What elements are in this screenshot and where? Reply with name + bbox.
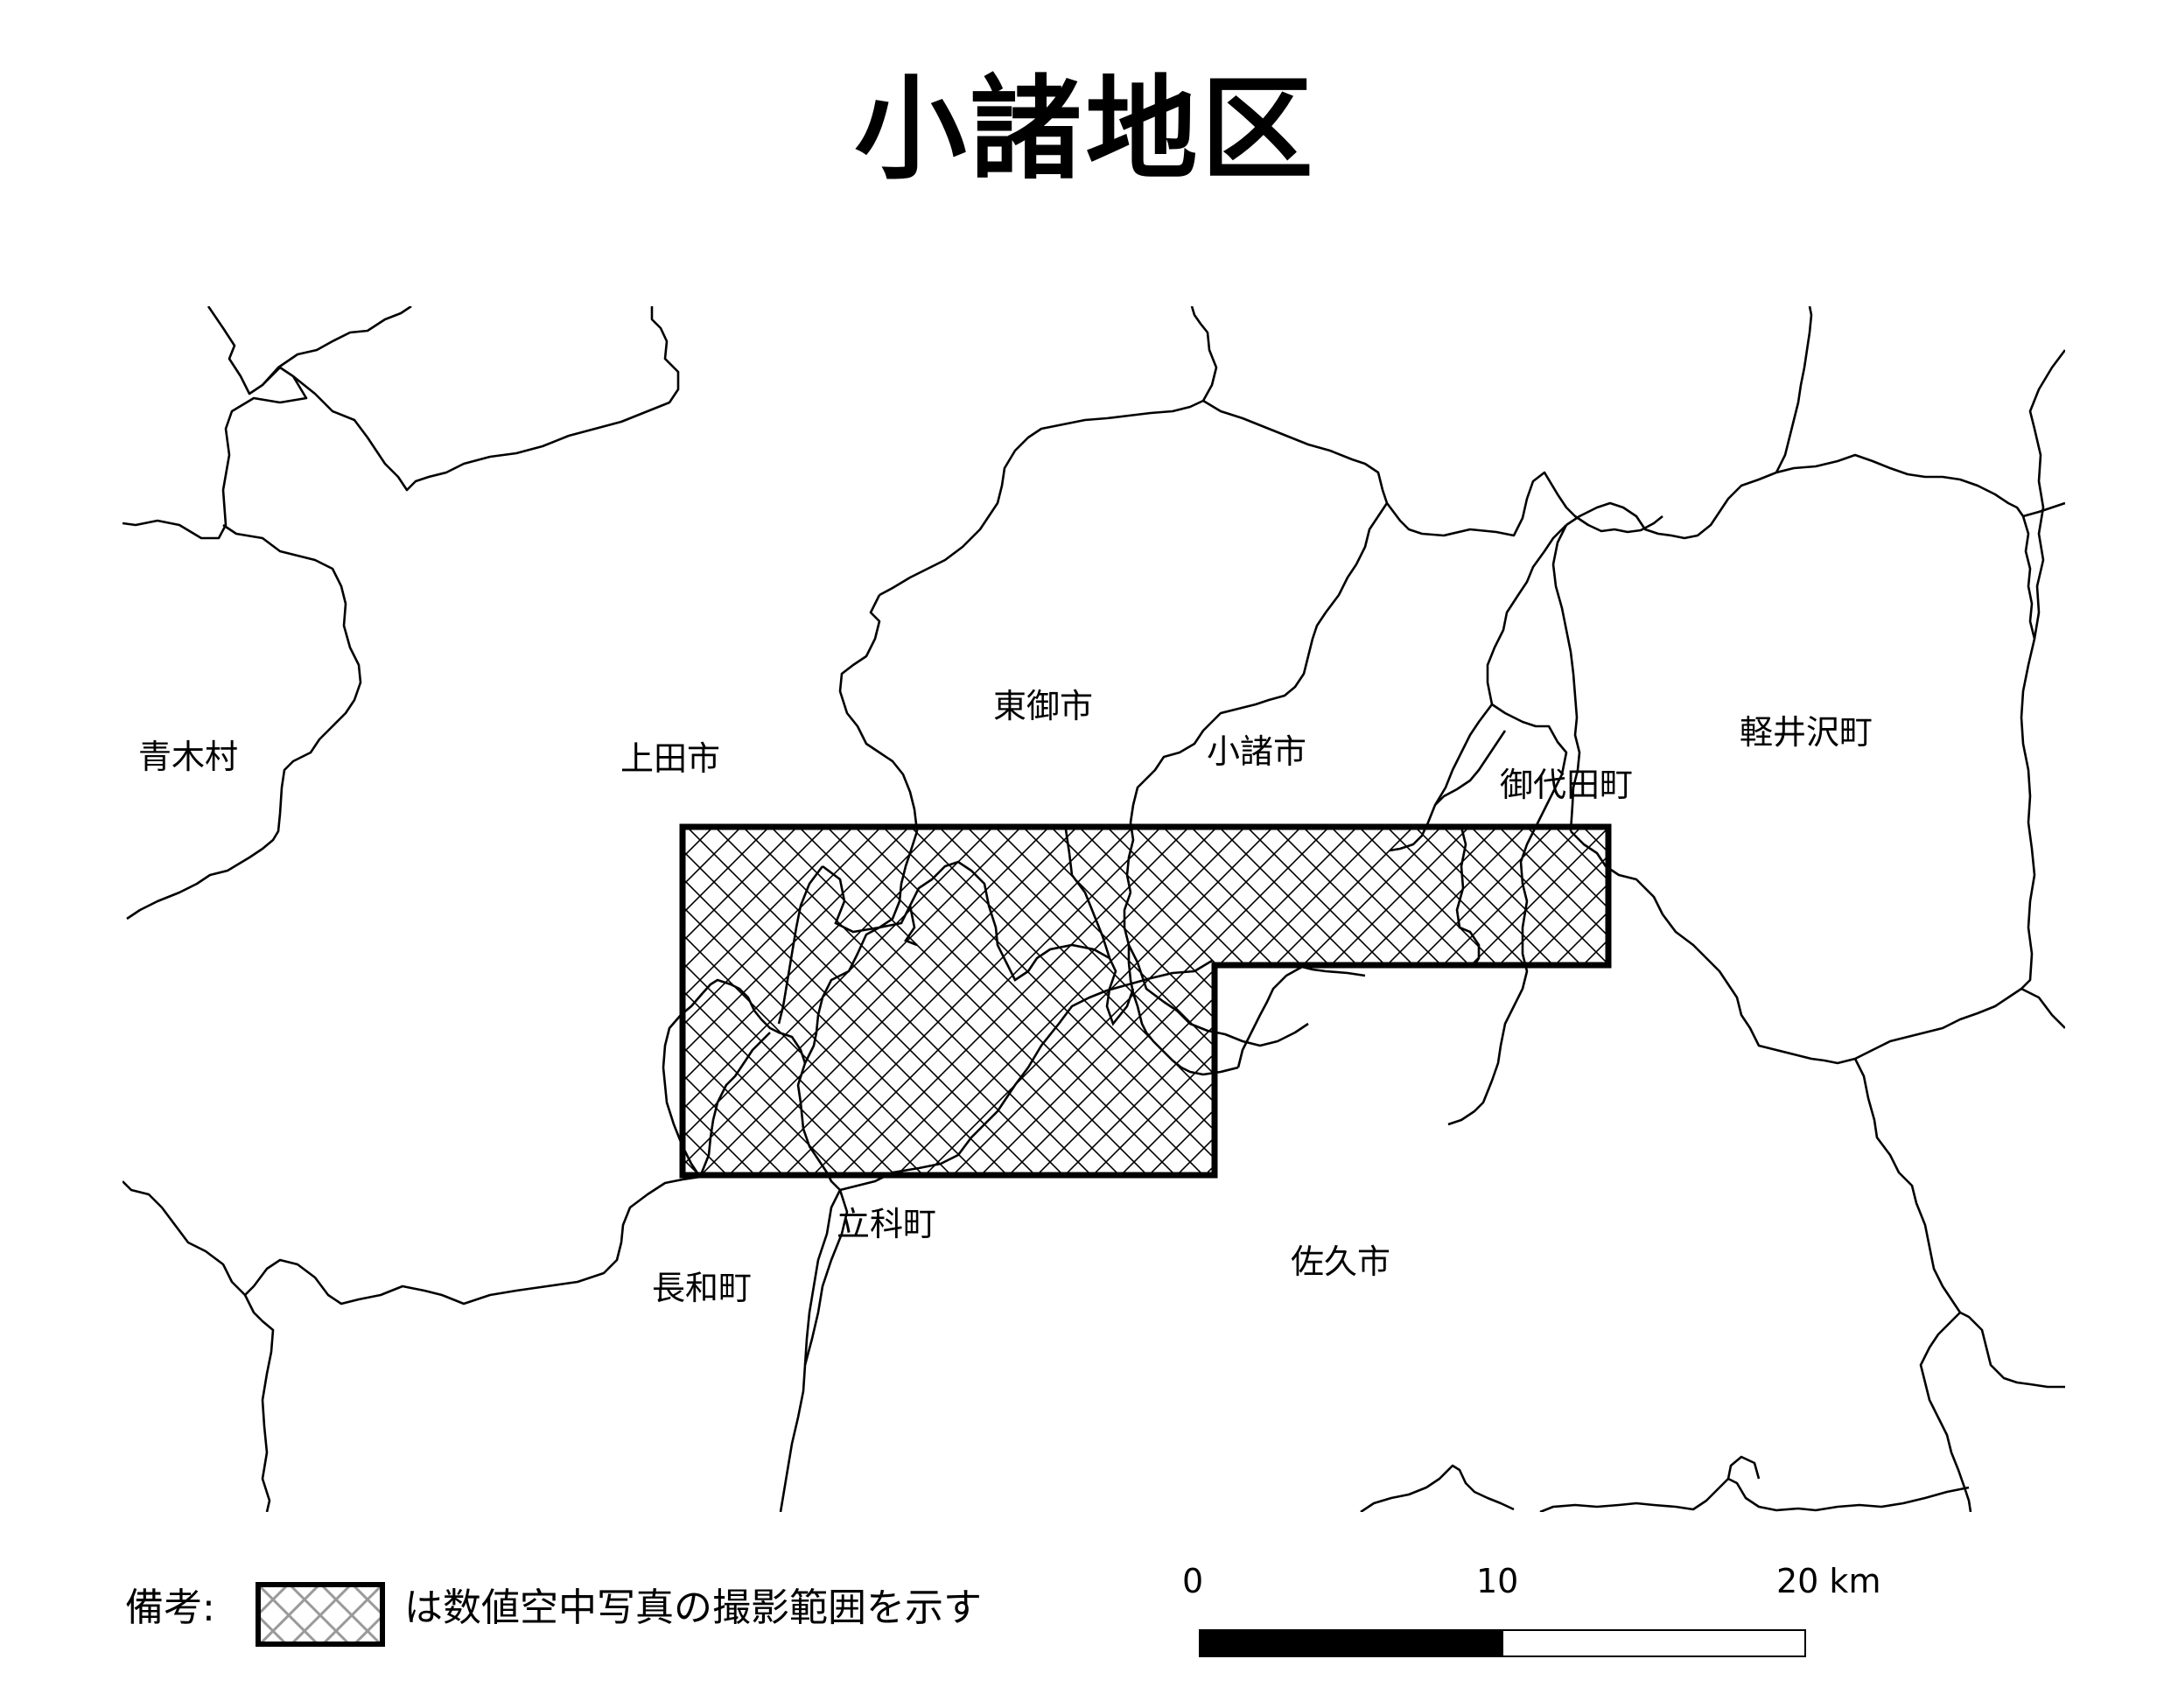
boundary-line (1236, 965, 1366, 1068)
boundary-line (1455, 826, 1481, 966)
boundary-line (1385, 471, 1663, 537)
boundary-line (2020, 515, 2036, 990)
boundary-line (1486, 524, 1567, 705)
boundary-line (822, 860, 1135, 1026)
scale-bar-white-segment (1502, 1629, 1806, 1657)
boundary-line (2028, 349, 2065, 640)
survey-area (683, 827, 1608, 1175)
place-label-karuizawa: 軽井沢町 (1740, 713, 1873, 752)
boundary-line (243, 1294, 275, 1512)
place-label-nagawa: 長和町 (652, 1269, 752, 1307)
scale-tick-0: 0 (1182, 1562, 1204, 1600)
scale-bar-black-segment (1199, 1629, 1503, 1657)
boundary-line (1064, 829, 1111, 959)
boundary-line (1360, 1464, 1515, 1512)
legend-label: 備考: (125, 1586, 215, 1630)
legend-description: は数値空中写真の撮影範囲を示す (404, 1586, 982, 1630)
boundary-line (1565, 453, 2025, 540)
place-label-tomi: 東御市 (993, 687, 1093, 725)
boundary-line (1726, 1455, 1761, 1480)
boundary-line (879, 399, 1204, 597)
boundary-line (803, 1189, 842, 1366)
boundaries-in-area (777, 826, 1481, 1026)
boundary-line (1434, 730, 1507, 806)
boundary-line (292, 306, 680, 492)
boundary-line (1125, 502, 1389, 893)
boundary-line (777, 865, 824, 1025)
place-label-komoro: 小諸市 (1207, 732, 1306, 771)
boundary-line (262, 306, 412, 386)
boundary-line (1919, 1312, 1972, 1512)
boundary-line (1202, 399, 1389, 504)
scale-tick-10: 10 (1476, 1562, 1519, 1600)
place-label-miyota: 御代田町 (1500, 766, 1633, 804)
survey-area-outline (679, 823, 1612, 1179)
boundary-line (1775, 306, 1813, 473)
place-label-aoki: 青木村 (138, 738, 238, 776)
boundary-line (1570, 830, 2022, 1065)
boundary-line (1551, 524, 1581, 832)
boundary-line (838, 594, 919, 832)
boundary-line (1539, 1477, 1970, 1512)
boundary-line (2020, 987, 2065, 1029)
boundary-line (123, 306, 308, 540)
boundary-line (904, 905, 918, 947)
legend-hatch-swatch (256, 1582, 385, 1647)
place-label-saku: 佐久市 (1291, 1242, 1390, 1281)
boundary-line (126, 523, 362, 920)
scale-tick-20: 20 km (1776, 1562, 1881, 1600)
place-label-tateshina: 立科町 (837, 1205, 936, 1243)
place-label-ueda: 上田市 (620, 739, 720, 778)
boundary-line (2022, 501, 2065, 518)
map-title: 小諸地区 (854, 65, 1317, 195)
boundary-line (123, 1175, 701, 1306)
boundary-line (1190, 306, 1218, 402)
boundary-line (1853, 1058, 2065, 1389)
scale-bar (1199, 1629, 1806, 1657)
